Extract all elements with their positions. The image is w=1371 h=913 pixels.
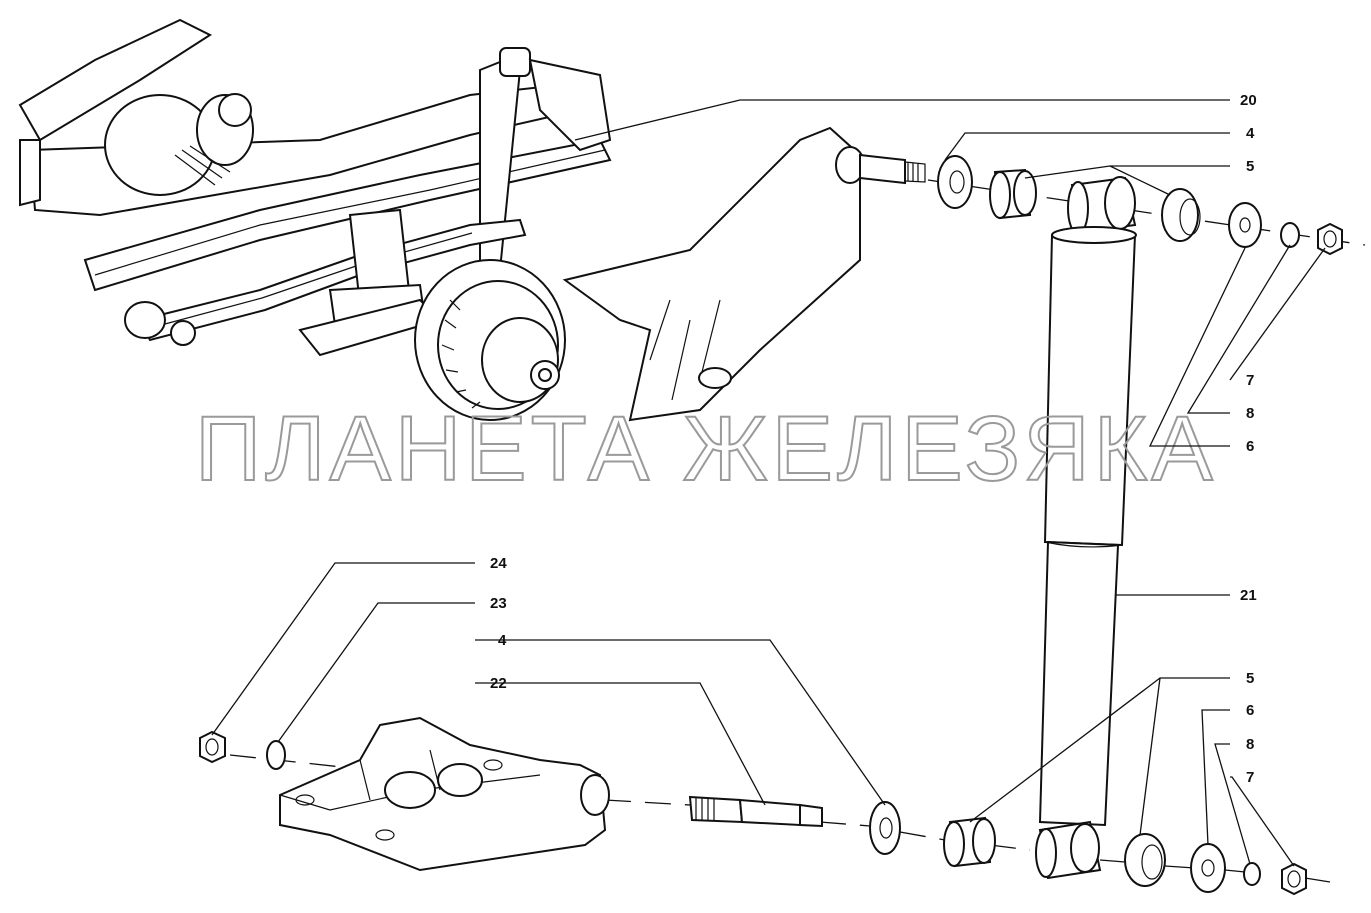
callout-6-top: 6	[1246, 438, 1254, 455]
callout-7-bottom: 7	[1246, 769, 1254, 786]
chassis-assembly	[18, 18, 926, 422]
callout-labels: 20 4 5 7 8 6 21 24 23 4 22 5 6 8 7	[490, 92, 1257, 786]
callout-5-bottom: 5	[1246, 670, 1254, 687]
lower-mount-hardware	[199, 716, 1331, 896]
callout-21: 21	[1240, 587, 1257, 604]
callout-23: 23	[490, 595, 507, 612]
callout-22: 22	[490, 675, 507, 692]
callout-4-bottom: 4	[498, 632, 507, 649]
shock-absorber	[1035, 226, 1137, 880]
callout-6-bottom: 6	[1246, 702, 1254, 719]
callout-7-top: 7	[1246, 372, 1254, 389]
callout-8-top: 8	[1246, 405, 1254, 422]
callout-5-top: 5	[1246, 158, 1254, 175]
callout-20: 20	[1240, 92, 1257, 109]
callout-8-bottom: 8	[1246, 736, 1254, 753]
callout-4-top: 4	[1246, 125, 1255, 142]
upper-shock-hardware	[927, 155, 1366, 256]
leader-lines	[211, 99, 1326, 867]
watermark-text: ПЛАНЕТА ЖЕЛЕЗЯКА	[195, 398, 1217, 500]
callout-24: 24	[490, 555, 507, 572]
